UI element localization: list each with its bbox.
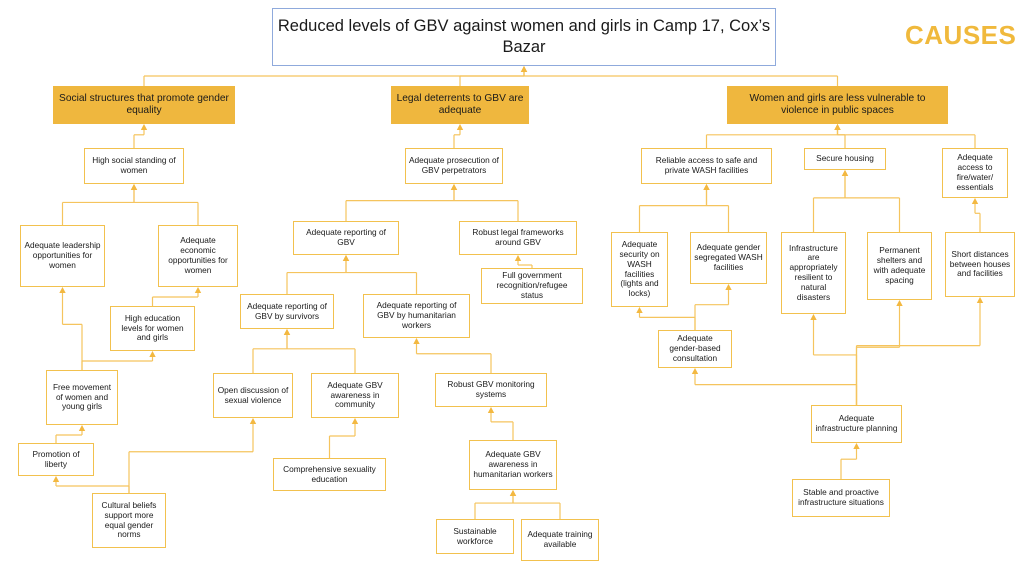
cause-box-m9[interactable]: Comprehensive sexuality education — [273, 458, 386, 491]
edge-r5-r1-arrowhead — [703, 184, 710, 190]
edge-n4-n3-arrowhead — [194, 287, 202, 293]
cause-box-n3[interactable]: Adequate economic opportunities for wome… — [158, 225, 238, 287]
edge-r8-r3-arrowhead — [971, 198, 979, 204]
cause-box-r1[interactable]: Reliable access to safe and private WASH… — [641, 148, 772, 184]
cause-box-n6[interactable]: Promotion of liberty — [18, 443, 94, 476]
edge-m13-m11-arrowhead — [509, 490, 517, 496]
pillar-box-p3[interactable]: Women and girls are less vulnerable to v… — [727, 86, 948, 124]
cause-box-r6[interactable]: Infrastructure are appropriately resilie… — [781, 232, 846, 314]
cause-box-n7[interactable]: Cultural beliefs support more equal gend… — [92, 493, 166, 548]
cause-box-m1[interactable]: Adequate prosecution of GBV perpetrators — [405, 148, 503, 184]
cause-box-r2[interactable]: Secure housing — [804, 148, 886, 170]
edge-n5-n2-arrowhead — [59, 287, 66, 293]
edge-n7-m7-arrowhead — [249, 418, 257, 424]
pillar-box-p1[interactable]: Social structures that promote gender eq… — [53, 86, 235, 124]
edge-m3-m1-arrowhead — [450, 184, 458, 190]
edge-m9-m8-arrowhead — [351, 418, 359, 424]
cause-box-m8[interactable]: Adequate GBV awareness in community — [311, 373, 399, 418]
cause-box-r4[interactable]: Adequate security on WASH facilities (li… — [611, 232, 668, 307]
cause-box-n4[interactable]: High education levels for women and girl… — [110, 306, 195, 351]
goal-statement-box[interactable]: Reduced levels of GBV against women and … — [272, 8, 776, 66]
edge-pillar3-goal-arrowhead — [520, 66, 528, 72]
edge-n5-n4-arrowhead — [149, 351, 156, 357]
edge-n6-n5-arrowhead — [78, 425, 86, 431]
cause-box-r11[interactable]: Stable and proactive infrastructure situ… — [792, 479, 890, 517]
cause-box-m5[interactable]: Adequate reporting of GBV by survivors — [240, 294, 334, 329]
edge-r10-r6-arrowhead — [810, 314, 817, 320]
cause-box-m13[interactable]: Adequate training available — [521, 519, 599, 561]
edge-r11-r10-arrowhead — [853, 443, 860, 449]
cause-box-m2[interactable]: Adequate reporting of GBV — [293, 221, 399, 255]
cause-box-m3[interactable]: Robust legal frameworks around GBV — [459, 221, 577, 255]
edge-r7-r2-arrowhead — [841, 170, 849, 176]
cause-box-m7[interactable]: Open discussion of sexual violence — [213, 373, 293, 418]
edge-m10-m6-arrowhead — [413, 338, 420, 344]
cause-box-r8[interactable]: Short distances between houses and facil… — [945, 232, 1015, 297]
edge-m11-m10-arrowhead — [487, 407, 495, 413]
pillar-box-p2[interactable]: Legal deterrents to GBV are adequate — [391, 86, 529, 124]
cause-box-r10[interactable]: Adequate infrastructure planning — [811, 405, 902, 443]
edge-r9-r5-arrowhead — [725, 284, 732, 290]
edge-m6-m2-arrowhead — [342, 255, 350, 261]
edge-n1-p1-arrowhead — [140, 124, 148, 130]
cause-box-n1[interactable]: High social standing of women — [84, 148, 184, 184]
edge-m8-m5-arrowhead — [283, 329, 291, 335]
edge-n3-n1-arrowhead — [130, 184, 138, 190]
cause-box-m4[interactable]: Full government recognition/refugee stat… — [481, 268, 583, 304]
edge-r9-r4-arrowhead — [636, 307, 643, 313]
cause-box-r5[interactable]: Adequate gender segregated WASH faciliti… — [690, 232, 767, 284]
edge-r10-r9-arrowhead — [691, 368, 699, 374]
edge-m1-p2-arrowhead — [456, 124, 464, 130]
edge-r10-r7-arrowhead — [896, 300, 903, 306]
edge-n7-n6-arrowhead — [52, 476, 60, 482]
cause-box-m11[interactable]: Adequate GBV awareness in humanitarian w… — [469, 440, 557, 490]
edge-r10-r8-arrowhead — [976, 297, 984, 303]
cause-box-m10[interactable]: Robust GBV monitoring systems — [435, 373, 547, 407]
cause-box-m6[interactable]: Adequate reporting of GBV by humanitaria… — [363, 294, 470, 338]
cause-box-m12[interactable]: Sustainable workforce — [436, 519, 514, 554]
cause-box-r7[interactable]: Permanent shelters and with adequate spa… — [867, 232, 932, 300]
cause-box-r3[interactable]: Adequate access to fire/water/ essential… — [942, 148, 1008, 198]
cause-box-n2[interactable]: Adequate leadership opportunities for wo… — [20, 225, 105, 287]
edge-r3-p3-arrowhead — [834, 124, 841, 130]
edge-m4-m3-arrowhead — [514, 255, 522, 261]
causes-section-label: CAUSES — [905, 20, 1017, 50]
cause-box-n5[interactable]: Free movement of women and young girls — [46, 370, 118, 425]
cause-box-r9[interactable]: Adequate gender-based consultation — [658, 330, 732, 368]
